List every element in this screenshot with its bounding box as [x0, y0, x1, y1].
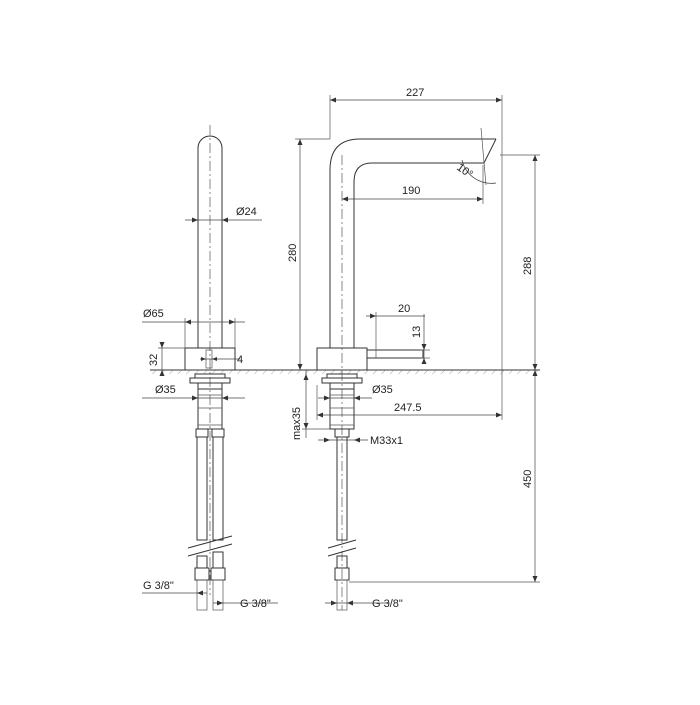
- dim-connection-left-2: G 3/8": [240, 598, 271, 610]
- side-spout-outlet: [483, 138, 497, 164]
- dim-spout-diameter: Ø24: [236, 206, 257, 218]
- dim-lever-gap: 4: [237, 354, 243, 366]
- dim-spout-reach-total: 227: [406, 87, 424, 99]
- front-dimensions: Ø24 Ø65 32 4 Ø35 G 3/8" G 3/8": [142, 206, 278, 610]
- dim-spout-inner-reach: 190: [402, 185, 420, 197]
- front-fitting-right: [210, 567, 226, 581]
- side-break-mark: [327, 539, 357, 549]
- front-hose-right: [212, 436, 224, 541]
- side-lever: [366, 349, 424, 359]
- angle-arc: [461, 159, 497, 184]
- dim-connection-left-1: G 3/8": [143, 580, 174, 592]
- front-spout-tube: [197, 135, 223, 348]
- side-spout-outer: [329, 138, 496, 348]
- front-hose-left: [196, 436, 208, 541]
- front-shank: [197, 388, 223, 430]
- side-base-body: [316, 347, 368, 371]
- dim-base-height: 32: [148, 354, 160, 366]
- dim-lever-length: 20: [398, 303, 410, 315]
- dim-thread: M33x1: [370, 435, 403, 447]
- dim-max-deck-thickness: max35: [291, 407, 303, 440]
- front-break-mark: [187, 535, 233, 549]
- side-spout-inner: [353, 162, 484, 348]
- front-view: [184, 125, 236, 611]
- side-view: [316, 127, 497, 611]
- dim-base-diameter: Ø65: [143, 308, 164, 320]
- dim-hose-length: 450: [522, 470, 534, 488]
- dim-shank-diameter-right: Ø35: [372, 384, 393, 396]
- dim-lever-height: 13: [411, 326, 423, 338]
- front-fitting-left: [194, 567, 210, 581]
- dim-connection-right: G 3/8": [372, 598, 403, 610]
- dim-total-height: 288: [522, 257, 534, 275]
- deck-surface: [150, 369, 540, 374]
- dim-overall-depth: 247.5: [394, 402, 422, 414]
- dim-spout-height: 280: [287, 244, 299, 262]
- side-dimensions: 227 10° 190 280 288 20 13: [287, 87, 540, 610]
- dim-spout-angle: 10°: [454, 161, 475, 180]
- dim-shank-diameter-left: Ø35: [155, 384, 176, 396]
- side-hose: [336, 436, 348, 541]
